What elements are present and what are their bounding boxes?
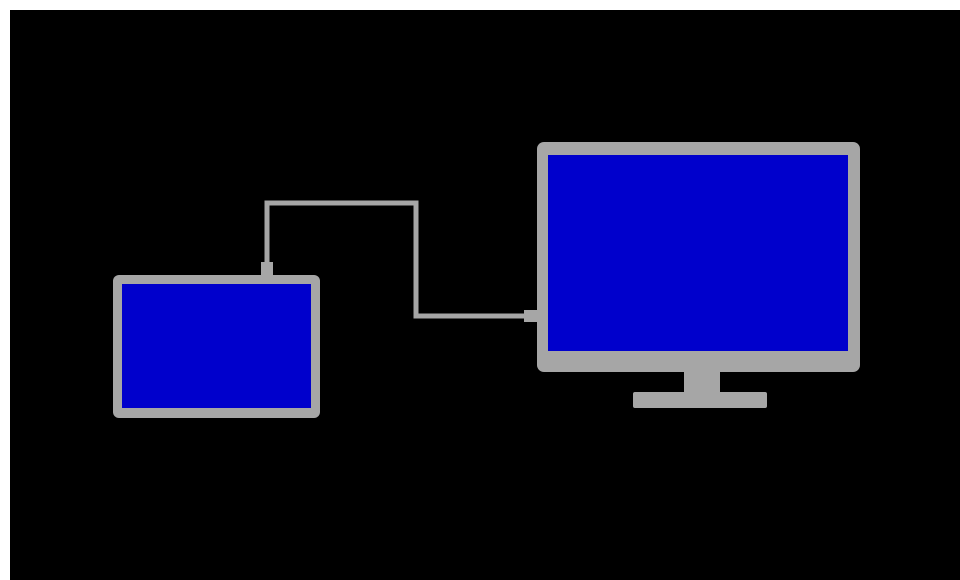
tablet-icon (113, 275, 320, 418)
monitor-screen (548, 155, 848, 351)
cable-plug-monitor (524, 310, 538, 322)
cable-line (264, 200, 530, 319)
tablet-screen (122, 284, 311, 408)
monitor-stand-base (633, 392, 767, 408)
cable-icon (261, 200, 538, 322)
cable-plug-tablet (261, 262, 273, 276)
monitor-icon (537, 142, 860, 408)
